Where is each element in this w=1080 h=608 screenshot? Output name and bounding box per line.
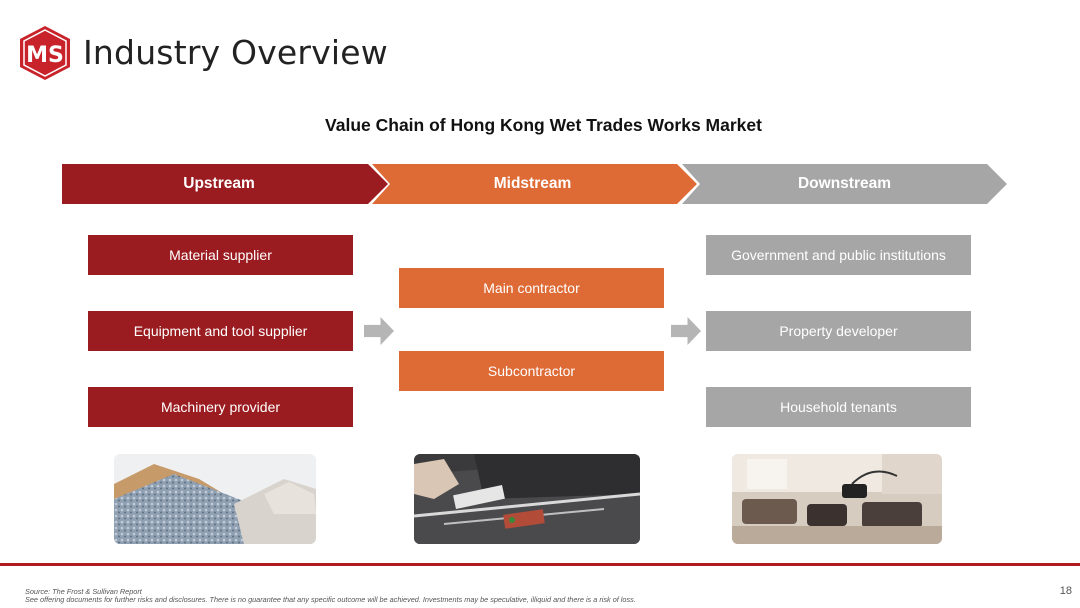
footer-divider — [0, 563, 1080, 566]
floor-screeding-photo — [414, 454, 640, 544]
diagram-title: Value Chain of Hong Kong Wet Trades Work… — [325, 115, 762, 135]
company-logo: MS — [16, 24, 74, 82]
downstream-box-property-developer: Property developer — [706, 311, 971, 351]
upstream-box-material-supplier: Material supplier — [88, 235, 353, 275]
stage-midstream-label: Midstream — [493, 175, 572, 192]
stage-midstream: Midstream — [372, 164, 697, 204]
disclaimer-note: See offering documents for further risks… — [25, 595, 636, 604]
logo-lettering: MS — [26, 43, 64, 68]
upstream-box-equipment-supplier: Equipment and tool supplier — [88, 311, 353, 351]
midstream-box-subcontractor: Subcontractor — [399, 351, 664, 391]
midstream-box-main-contractor: Main contractor — [399, 268, 664, 308]
source-note: Source: The Frost & Sullivan Report — [25, 587, 142, 596]
downstream-box-government: Government and public institutions — [706, 235, 971, 275]
stage-downstream-label: Downstream — [797, 175, 892, 192]
aggregate-materials-photo — [114, 454, 316, 544]
flow-arrow-right-icon — [364, 317, 394, 345]
stage-upstream: Upstream — [62, 164, 388, 204]
stage-upstream-label: Upstream — [183, 175, 255, 192]
flow-arrow-right-icon — [671, 317, 701, 345]
footer-notes: Source: The Frost & Sullivan Report See … — [25, 588, 636, 604]
downstream-box-household-tenants: Household tenants — [706, 387, 971, 427]
page-title: Industry Overview — [83, 33, 388, 72]
interior-lounge-photo — [732, 454, 942, 544]
page-number: 18 — [1059, 585, 1072, 597]
upstream-box-machinery-provider: Machinery provider — [88, 387, 353, 427]
stage-downstream: Downstream — [682, 164, 1007, 204]
